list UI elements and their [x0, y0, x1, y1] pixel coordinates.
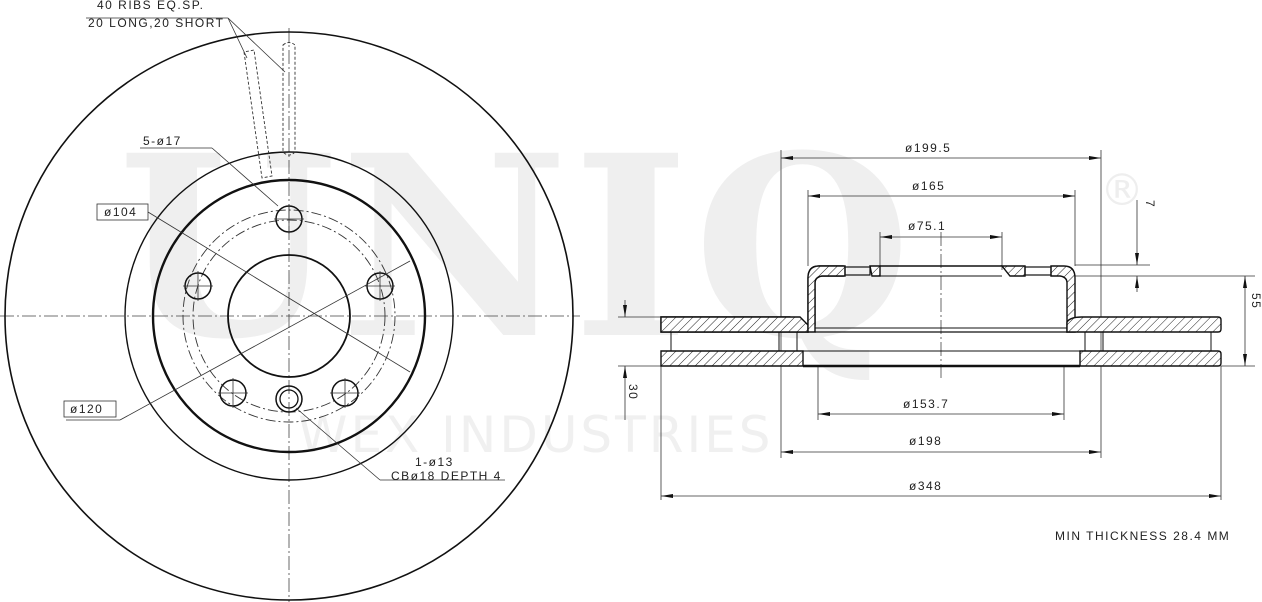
- section-view: ø199.5 ø165 ø75.1 ø153.7 ø198 ø348 7 55 …: [618, 141, 1262, 543]
- locator-counterbore-label: CBø18 DEPTH 4: [391, 469, 502, 483]
- min-thickness-note: MIN THICKNESS 28.4 MM: [1055, 529, 1230, 543]
- hub-label-box: [63, 400, 117, 418]
- dimension-lines: [623, 156, 1247, 498]
- dim-348: ø348: [909, 479, 942, 493]
- dim-height-55: 55: [1249, 293, 1262, 309]
- locator-hole-label: 1-ø13: [415, 455, 454, 469]
- ribs-note-line2: 20 LONG,20 SHORT: [88, 16, 225, 30]
- dim-thickness-30: 30: [626, 384, 640, 400]
- pcd-label-box: [96, 203, 149, 221]
- leaders: [66, 17, 505, 481]
- center-bore-circle: [227, 254, 351, 378]
- hat-outer-circle: [151, 178, 427, 454]
- cooling-ribs-hidden: [243, 42, 296, 179]
- locator-hole: [279, 389, 299, 409]
- locator-counterbore: [275, 385, 303, 413]
- section-geometry: [660, 265, 1222, 367]
- ribs-note-line1: 40 RIBS EQ.SP.: [97, 0, 205, 12]
- dim-199-5: ø199.5: [905, 141, 951, 155]
- bolt-holes-label: 5-ø17: [143, 134, 182, 148]
- bolt-holes: [183, 204, 395, 408]
- watermark: UNIQ ® WEX INDUSTRIES: [118, 100, 1144, 464]
- front-view: 40 RIBS EQ.SP. 20 LONG,20 SHORT 5-ø17 ø1…: [0, 0, 580, 602]
- dim-75-1: ø75.1: [908, 219, 946, 233]
- friction-inner-circle: [124, 151, 454, 481]
- dim-153-7: ø153.7: [903, 397, 949, 411]
- pcd-label: ø104: [104, 205, 137, 219]
- vanes: [670, 332, 1212, 351]
- dim-height-7: 7: [1143, 200, 1157, 208]
- dim-165: ø165: [912, 179, 945, 193]
- hub-label: ø120: [70, 402, 103, 416]
- outer-disc-circle: [4, 31, 574, 601]
- stud-pocket-right: [1024, 266, 1052, 276]
- dim-198: ø198: [909, 434, 942, 448]
- stud-pocket-left: [844, 266, 871, 276]
